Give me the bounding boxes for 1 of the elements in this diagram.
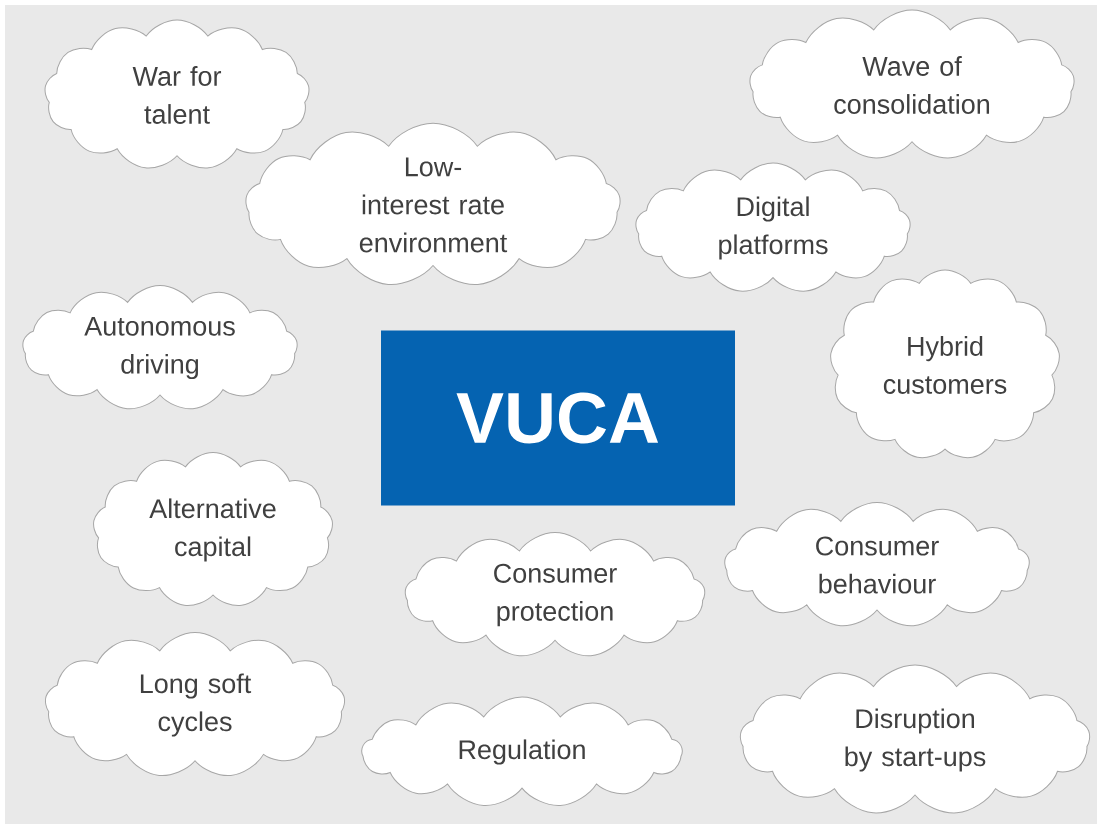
center-box: VUCA xyxy=(381,330,735,506)
